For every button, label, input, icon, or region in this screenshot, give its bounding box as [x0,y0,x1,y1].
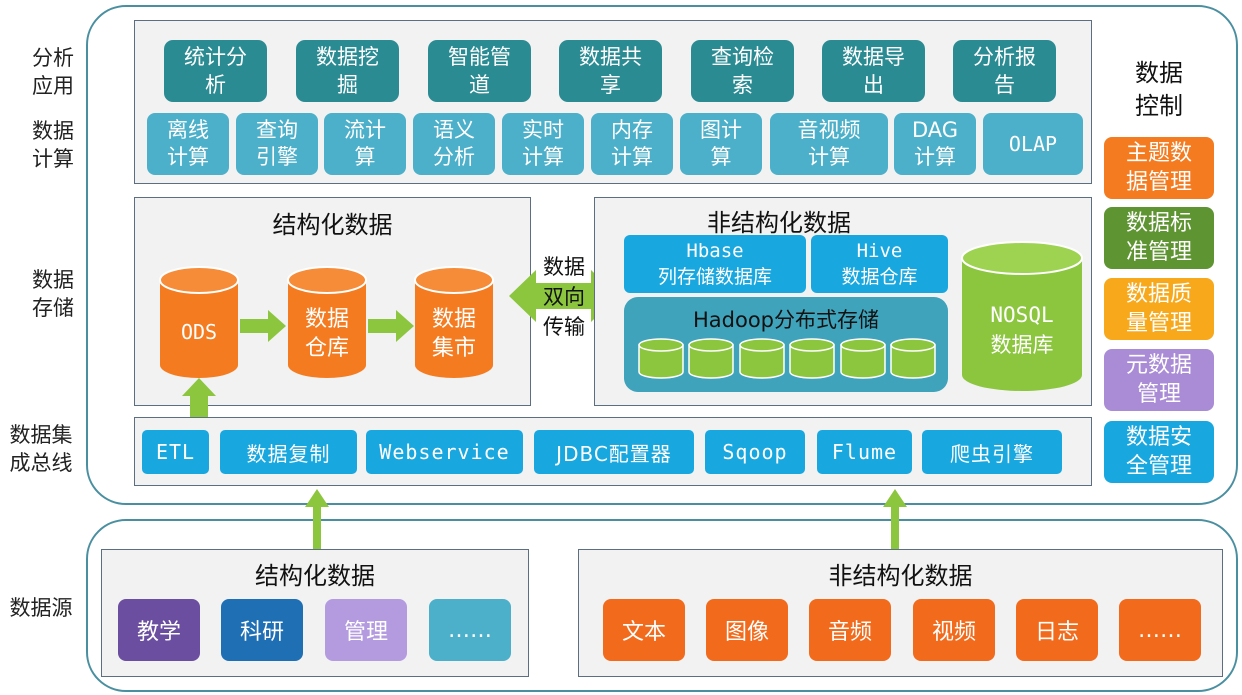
source-unstructured-more: …… [1119,599,1201,661]
hadoop-node [688,338,734,379]
bus-crawler: 爬虫引擎 [922,430,1062,474]
compute-realtime: 实时计算 [502,113,584,175]
unstructured-storage-title: 非结构化数据 [707,209,851,237]
hadoop-node [890,338,936,379]
label-analysis: 分析应用 [32,46,74,98]
app-data-mining: 数据挖掘 [296,40,399,102]
ods-label: ODS [180,320,218,344]
hadoop-node [840,338,886,379]
source-video: 视频 [913,599,995,661]
app-data-export: 数据导出 [822,40,925,102]
bus-data-replication: 数据复制 [220,430,357,474]
arrow-unstructured-source-up [883,489,907,553]
label-source: 数据源 [9,596,73,620]
hadoop-node [789,338,835,379]
app-data-sharing: 数据共享 [559,40,662,102]
mart-cylinder [414,266,494,378]
source-research: 科研 [221,599,303,661]
control-data-standard: 数据标准管理 [1104,207,1214,269]
app-smart-pipeline: 智能管道 [428,40,531,102]
hadoop-node [739,338,785,379]
structured-source-title: 结构化数据 [255,562,375,590]
transfer-double-arrow [509,270,618,322]
app-analysis-report: 分析报告 [953,40,1056,102]
mart-label: 数据集市 [431,307,476,361]
warehouse-cylinder [287,266,367,378]
control-metadata: 元数据管理 [1104,349,1214,411]
bus-sqoop: Sqoop [705,430,805,474]
bus-webservice: Webservice [366,430,523,474]
bus-jdbc: JDBC配置器 [534,430,694,474]
app-statistics: 统计分析 [164,40,267,102]
source-structured-more: …… [429,599,511,661]
arrow-warehouse-to-mart [368,310,414,342]
arrow-ods-to-warehouse [240,310,286,342]
control-data-quality: 数据质量管理 [1104,278,1214,340]
source-management: 管理 [325,599,407,661]
compute-offline: 离线计算 [147,113,229,175]
data-control-title: 数据控制 [1135,59,1183,120]
source-audio: 音频 [809,599,891,661]
control-topic-data: 主题数据管理 [1104,137,1214,199]
unstructured-source-title: 非结构化数据 [828,562,973,590]
source-log: 日志 [1016,599,1098,661]
hadoop-label: Hadoop分布式存储 [692,308,880,332]
compute-semantic: 语义分析 [413,113,495,175]
bus-etl: ETL [142,430,209,474]
control-data-security: 数据安全管理 [1104,421,1214,483]
label-storage: 数据存储 [32,268,74,320]
arrow-structured-source-up [305,489,329,553]
source-text: 文本 [603,599,685,661]
label-integration: 数据集成总线 [9,423,73,475]
app-query-search: 查询检索 [691,40,794,102]
structured-storage-title: 结构化数据 [272,211,393,239]
bus-flume: Flume [817,430,912,474]
compute-query-engine: 查询引擎 [236,113,318,175]
source-teaching: 教学 [118,599,200,661]
compute-audio-video: 音视频计算 [770,113,888,175]
compute-stream: 流计算 [324,113,406,175]
compute-olap: OLAP [983,113,1083,175]
transfer-label: 数据双向传输 [543,255,585,339]
label-compute: 数据计算 [32,119,74,171]
hadoop-node [638,338,684,379]
unstructured-source-panel [578,549,1223,677]
ods-cylinder [159,266,239,378]
compute-graph: 图计算 [680,113,762,175]
source-image: 图像 [706,599,788,661]
nosql-cylinder [961,241,1083,391]
compute-memory: 内存计算 [591,113,673,175]
warehouse-label: 数据仓库 [304,307,349,361]
